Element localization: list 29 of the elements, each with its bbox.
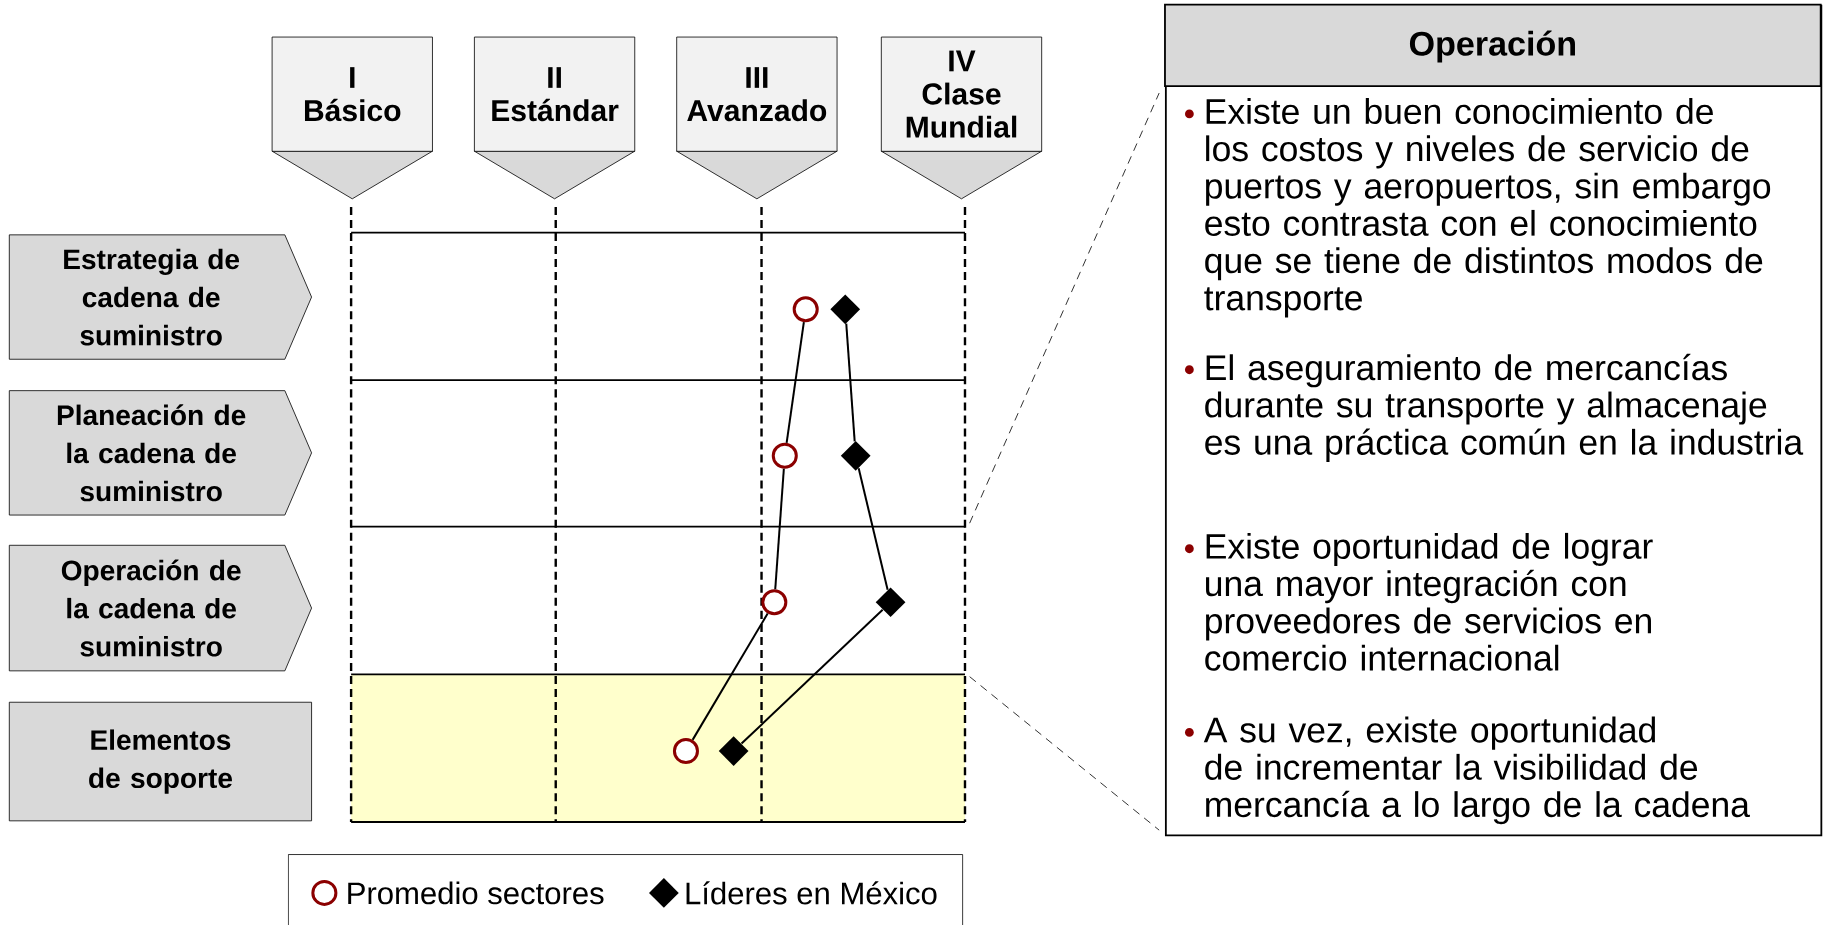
connector-line [740, 608, 884, 745]
diamond-marker [840, 440, 871, 471]
legend-text: Líderes en México [686, 881, 937, 905]
row-label-tab: Operación de la cadena de suministro [8, 544, 312, 672]
row-label-tab: Estrategia de cadena de suministro [8, 234, 312, 360]
level-header: IV Clase Mundial [880, 36, 1043, 199]
level-header: I Básico [271, 36, 433, 199]
connector-line [785, 320, 805, 444]
level-header: II Estándar [473, 36, 636, 199]
circle-marker [672, 737, 699, 764]
bullet-text: El aseguramiento de mercancías durante su transporte y almacenaje es una práctica común en la industria [1205, 353, 1804, 462]
connector-line [691, 612, 769, 741]
connector-line [845, 322, 856, 443]
connector-line [857, 467, 889, 591]
connector-line [774, 467, 785, 591]
row-label-tab: Planeación de la cadena de suministro [8, 390, 312, 516]
circle-marker [792, 296, 819, 323]
bullet-text: Existe un buen conocimiento de los costos y niveles de servicio de puertos y aeropuertos, sin embargo esto contrasta con el conocimiento que se tiene de distintos modos de transporte [1204, 97, 1771, 318]
diamond-marker [718, 736, 749, 766]
circle-marker [771, 442, 798, 469]
circle-marker [761, 589, 788, 616]
bullet-text: Existe oportunidad de lograr una mayor integración con proveedores de servicios en comercio internacional [1205, 532, 1653, 671]
diamond-marker [875, 587, 906, 617]
legend-text: Promedio sectores [348, 881, 604, 905]
bullet-text: A su vez, existe oportunidad de incrementar la visibilidad de mercancía a lo largo de la cadena [1203, 716, 1750, 824]
diamond-marker [830, 294, 861, 324]
level-header: III Avanzado [676, 36, 838, 199]
row-label-tab: Elementos de soporte [8, 701, 312, 821]
callout-heading: Operación [1409, 30, 1575, 63]
